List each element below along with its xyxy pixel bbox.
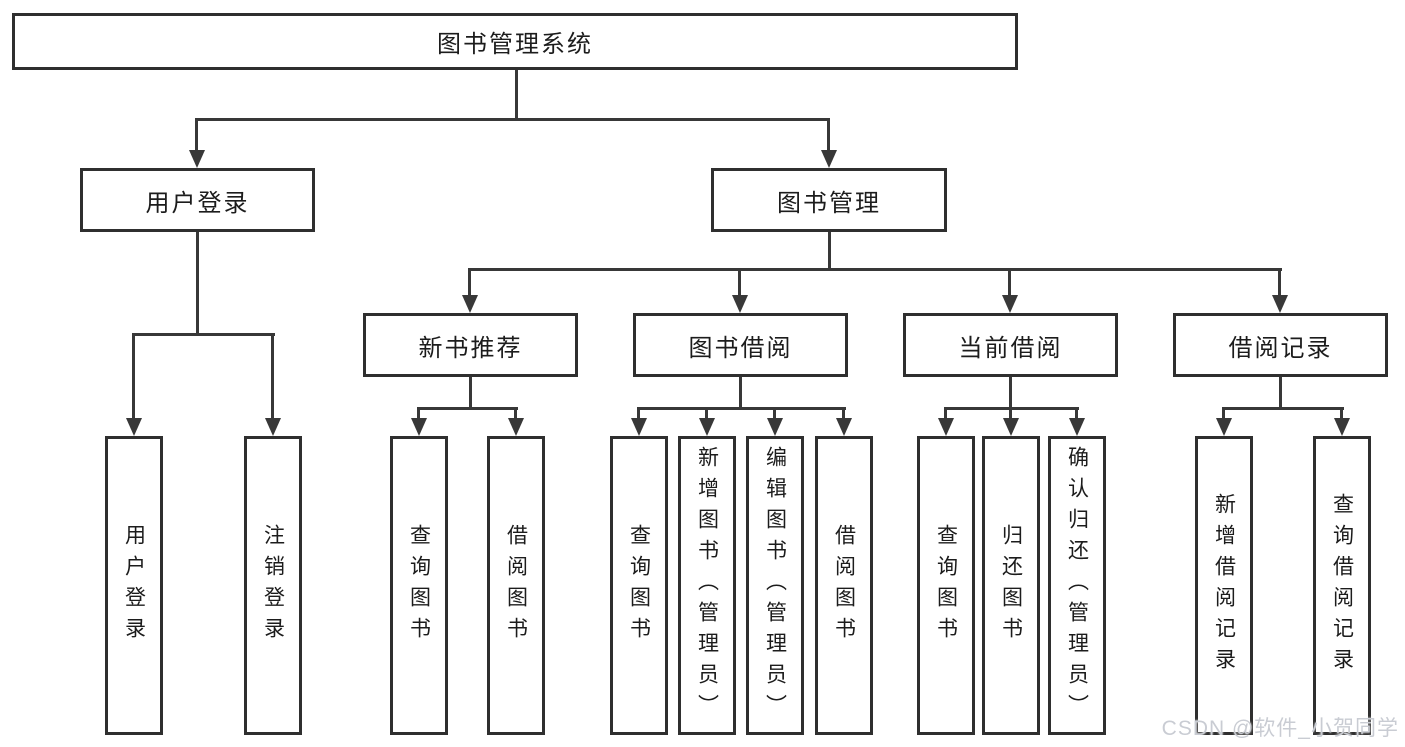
leaf-logout-label: 注销登录 [261, 523, 285, 648]
leaf-cb-confirm-return-admin: 确认归还（管理员） [1048, 436, 1106, 735]
connector-stem-root [515, 70, 518, 118]
arrow-to-user-login-branch [189, 118, 205, 168]
arrow-to-book-mgmt-branch [821, 118, 837, 168]
node-book-borrow-label: 图书借阅 [688, 334, 793, 362]
leaf-rec-borrow-books: 借阅图书 [487, 436, 545, 735]
arrow-to-leaf-bb-edit [767, 407, 783, 436]
leaf-cb-query-books-label: 查询图书 [934, 523, 958, 648]
connector-splitter-level3 [469, 268, 1282, 271]
connector-stem-borrow-record [1279, 377, 1282, 407]
connector-splitter-borrow-record [1223, 407, 1344, 410]
leaf-bb-query-books: 查询图书 [610, 436, 668, 735]
leaf-br-query-record: 查询借阅记录 [1313, 436, 1371, 735]
arrow-to-leaf-cb-query [938, 407, 954, 436]
node-root: 图书管理系统 [12, 13, 1018, 70]
leaf-logout: 注销登录 [244, 436, 302, 735]
arrow-to-leaf-rec-borrow [508, 407, 524, 436]
arrow-to-leaf-rec-query [411, 407, 427, 436]
arrow-to-borrow-record [1272, 268, 1288, 313]
connector-stem-user-login [196, 232, 199, 333]
leaf-cb-return-books-label: 归还图书 [999, 523, 1023, 648]
node-book-mgmt-branch-label: 图书管理 [777, 189, 881, 217]
connector-splitter-current-borrow [945, 407, 1079, 410]
arrow-to-leaf-cb-confirm [1069, 407, 1085, 436]
leaf-user-login-label: 用户登录 [122, 523, 146, 648]
node-borrow-record: 借阅记录 [1173, 313, 1388, 377]
leaf-bb-query-books-label: 查询图书 [627, 523, 651, 648]
arrow-to-leaf-bb-add [699, 407, 715, 436]
leaf-bb-borrow-books-label: 借阅图书 [832, 523, 856, 648]
leaf-br-add-record-label: 新增借阅记录 [1212, 492, 1236, 679]
csdn-watermark: CSDN @软件_小贺同学 [1161, 717, 1399, 740]
arrow-to-current-borrow [1002, 268, 1018, 313]
node-book-mgmt-branch: 图书管理 [711, 168, 947, 232]
leaf-bb-edit-books-admin-label: 编辑图书（管理员） [763, 446, 787, 725]
leaf-user-login: 用户登录 [105, 436, 163, 735]
leaf-cb-query-books: 查询图书 [917, 436, 975, 735]
node-user-login-branch: 用户登录 [80, 168, 315, 232]
connector-stem-book-mgmt [828, 232, 831, 268]
leaf-rec-query-books-label: 查询图书 [407, 523, 431, 648]
arrow-to-new-book-rec [462, 268, 478, 313]
connector-stem-current-borrow [1009, 377, 1012, 407]
arrow-to-leaf-bb-borrow [836, 407, 852, 436]
arrow-to-leaf-cb-return [1003, 407, 1019, 436]
leaf-bb-add-books-admin: 新增图书（管理员） [678, 436, 736, 735]
leaf-bb-edit-books-admin: 编辑图书（管理员） [746, 436, 804, 735]
leaf-br-add-record: 新增借阅记录 [1195, 436, 1253, 735]
node-new-book-rec-label: 新书推荐 [418, 334, 523, 362]
leaf-bb-borrow-books: 借阅图书 [815, 436, 873, 735]
node-root-label: 图书管理系统 [437, 31, 593, 58]
arrow-to-leaf-user-login [126, 333, 142, 436]
node-current-borrow: 当前借阅 [903, 313, 1118, 377]
leaf-br-query-record-label: 查询借阅记录 [1330, 492, 1354, 679]
leaf-cb-confirm-return-admin-label: 确认归还（管理员） [1065, 446, 1089, 725]
node-current-borrow-label: 当前借阅 [958, 334, 1063, 362]
arrow-to-leaf-bb-query [631, 407, 647, 436]
connector-stem-new-book-rec [469, 377, 472, 407]
arrow-to-leaf-br-add [1216, 407, 1232, 436]
leaf-bb-add-books-admin-label: 新增图书（管理员） [695, 446, 719, 725]
node-user-login-branch-label: 用户登录 [145, 189, 250, 217]
leaf-cb-return-books: 归还图书 [982, 436, 1040, 735]
arrow-to-leaf-logout [265, 333, 281, 436]
arrow-to-leaf-br-query [1334, 407, 1350, 436]
connector-stem-book-borrow [739, 377, 742, 407]
arrow-to-book-borrow [732, 268, 748, 313]
leaf-rec-query-books: 查询图书 [390, 436, 448, 735]
connector-splitter-level2 [196, 118, 830, 121]
leaf-rec-borrow-books-label: 借阅图书 [504, 523, 528, 648]
node-borrow-record-label: 借阅记录 [1228, 334, 1333, 362]
node-book-borrow: 图书借阅 [633, 313, 848, 377]
connector-splitter-book-borrow [638, 407, 846, 410]
node-new-book-rec: 新书推荐 [363, 313, 578, 377]
connector-splitter-user-login [133, 333, 275, 336]
connector-splitter-new-book-rec [418, 407, 518, 410]
